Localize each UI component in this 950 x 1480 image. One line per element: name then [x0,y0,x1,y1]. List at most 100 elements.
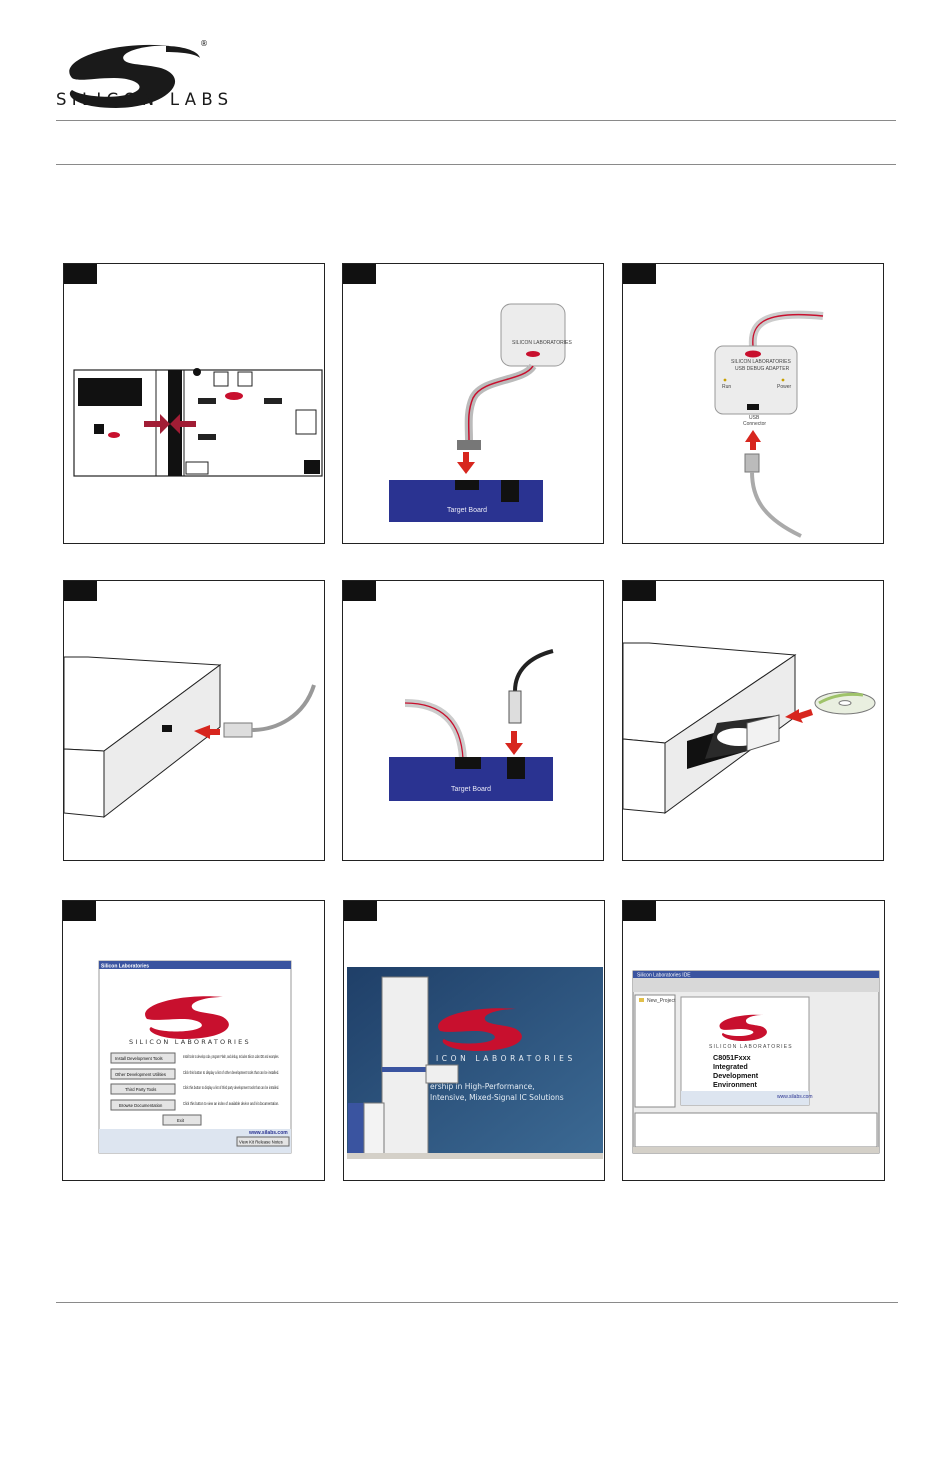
step-7-installer-window: Silicon Laboratories SILICON LABORATORIE… [98,960,292,1154]
usb-debug-adapter [714,345,798,415]
step-7-number-tab [63,901,96,921]
arrow-left [194,725,220,739]
step-3-illustration: SILICON LABORATORIES USB DEBUG ADAPTER R… [714,310,824,538]
step-8-panel: ICON LABORATORIES ership in High-Perform… [343,900,605,1181]
logo-wordmark: SILICON LABS [56,90,234,109]
svg-text:Exit: Exit [177,1118,185,1123]
release-notes-button[interactable]: View Kit Release Notes [236,1136,290,1147]
usb-cable [750,471,802,538]
installer-button-1[interactable]: Install Development Tools [110,1052,176,1064]
splash-lab-text: ICON LABORATORIES [436,1054,576,1063]
step-6-illustration [623,642,876,814]
board-logo [225,392,243,400]
submenu [425,1064,459,1084]
ide-toolbar [633,978,879,992]
splash-tagline-2: Intensive, Mixed-Signal IC Solutions [430,1093,564,1102]
target-board-label: Target Board [447,507,487,514]
registered-mark: ® [200,39,208,48]
step-2-number-tab [343,264,376,284]
step-4-panel [63,580,325,861]
svg-text:Install tools to develop code,: Install tools to develop code, program F… [183,1054,279,1059]
step-9-panel: Silicon Laboratories IDE New_Project SIL… [622,900,885,1181]
installer-logo [145,996,229,1039]
step-7-panel: Silicon Laboratories SILICON LABORATORIE… [62,900,325,1181]
installer-button-3[interactable]: Third Party Tools [110,1083,176,1095]
ide-product-line-4: Environment [713,1080,758,1089]
step-3-panel: SILICON LABORATORIES USB DEBUG ADAPTER R… [622,263,884,544]
step-5-illustration: Target Board [389,649,554,801]
ide-product-line-1: C8051Fxxx [713,1053,751,1062]
lcd-header [78,378,142,406]
installer-logo-text: SILICON LABORATORIES [129,1038,251,1046]
step-2-panel: SILICON LABORATORIES Target Board [342,263,604,544]
svg-text:Run: Run [722,384,731,390]
installer-button-4[interactable]: Browse Documentation [110,1099,176,1111]
project-tree-root: New_Project [647,998,676,1004]
svg-text:Install Development Tools: Install Development Tools [115,1056,163,1061]
svg-text:Other Development Utilities: Other Development Utilities [115,1072,166,1077]
silicon-labs-logo: ® [69,39,208,108]
step-5-number-tab [343,581,376,601]
svg-text:Click this button to view an i: Click this button to view an index of av… [183,1101,279,1106]
arrow-down [457,462,475,474]
ide-splash [680,996,810,1106]
status-bar [633,1147,879,1153]
adapter-brand: SILICON LABORATORIES [731,359,791,365]
step-1-panel [63,263,325,544]
adapter-label: USB DEBUG ADAPTER [735,366,790,372]
svg-text:Third Party Tools: Third Party Tools [125,1087,156,1092]
usb-plug [223,722,253,738]
splash-tagline-1: ership in High-Performance, [430,1082,535,1091]
svg-text:View Kit Release Notes: View Kit Release Notes [239,1140,283,1145]
buzzer [193,368,201,376]
project-tree [634,994,676,1108]
header-rule-bottom [56,164,896,165]
step-2-illustration: SILICON LABORATORIES Target Board [389,303,572,522]
step-4-number-tab [64,581,97,601]
installer-site: www.silabs.com [248,1130,288,1136]
step-1-number-tab [64,264,97,284]
ide-product-line-2: Integrated [713,1062,748,1071]
svg-text:Click this button to display a: Click this button to display a list of t… [183,1085,279,1090]
ribbon-cable [464,363,537,441]
installer-button-2[interactable]: Other Development Utilities [110,1068,176,1080]
taskbar [347,1153,603,1159]
arrow-left [785,709,813,723]
window-title: Silicon Laboratories [101,964,149,970]
adapter-label: SILICON LABORATORIES [512,340,572,346]
exit-button[interactable]: Exit [162,1114,202,1126]
output-pane [634,1112,878,1148]
usb-port [162,725,172,732]
programs-menu [381,976,429,1156]
start-menu-strip [348,1103,366,1157]
step-4-illustration [64,656,316,819]
ide-titlebar [633,971,879,978]
target-board-label: Target Board [451,786,491,793]
svg-text:USB: USB [749,415,760,421]
footer-rule [56,1302,898,1303]
step-9-number-tab [623,901,656,921]
svg-text:Browse Documentation: Browse Documentation [119,1103,163,1108]
arrow-left [170,414,196,434]
arrow-up [745,430,761,450]
step-6-number-tab [623,581,656,601]
step-1-illustration [73,368,323,477]
svg-text:Power: Power [777,384,792,390]
arrow-right [144,414,170,434]
ide-window-title: Silicon Laboratories IDE [637,973,691,979]
step-6-panel [622,580,884,861]
step-5-panel: Target Board [342,580,604,861]
svg-text:Click this button to display a: Click this button to display a list of o… [183,1070,279,1075]
step-8-start-menu-screen: ICON LABORATORIES ership in High-Perform… [347,967,603,1159]
header-rule-top [56,120,896,121]
ide-product-line-3: Development [713,1071,759,1080]
svg-text:Connector: Connector [743,421,766,427]
ide-logo-text: SILICON LABORATORIES [709,1044,793,1050]
power-cord [513,649,554,692]
step-9-ide-window: Silicon Laboratories IDE New_Project SIL… [632,970,880,1154]
ide-splash-logo [719,1014,767,1041]
window-titlebar [99,961,291,969]
splash-logo [438,1008,522,1051]
ide-site: www.silabs.com [777,1094,813,1100]
step-8-number-tab [344,901,377,921]
